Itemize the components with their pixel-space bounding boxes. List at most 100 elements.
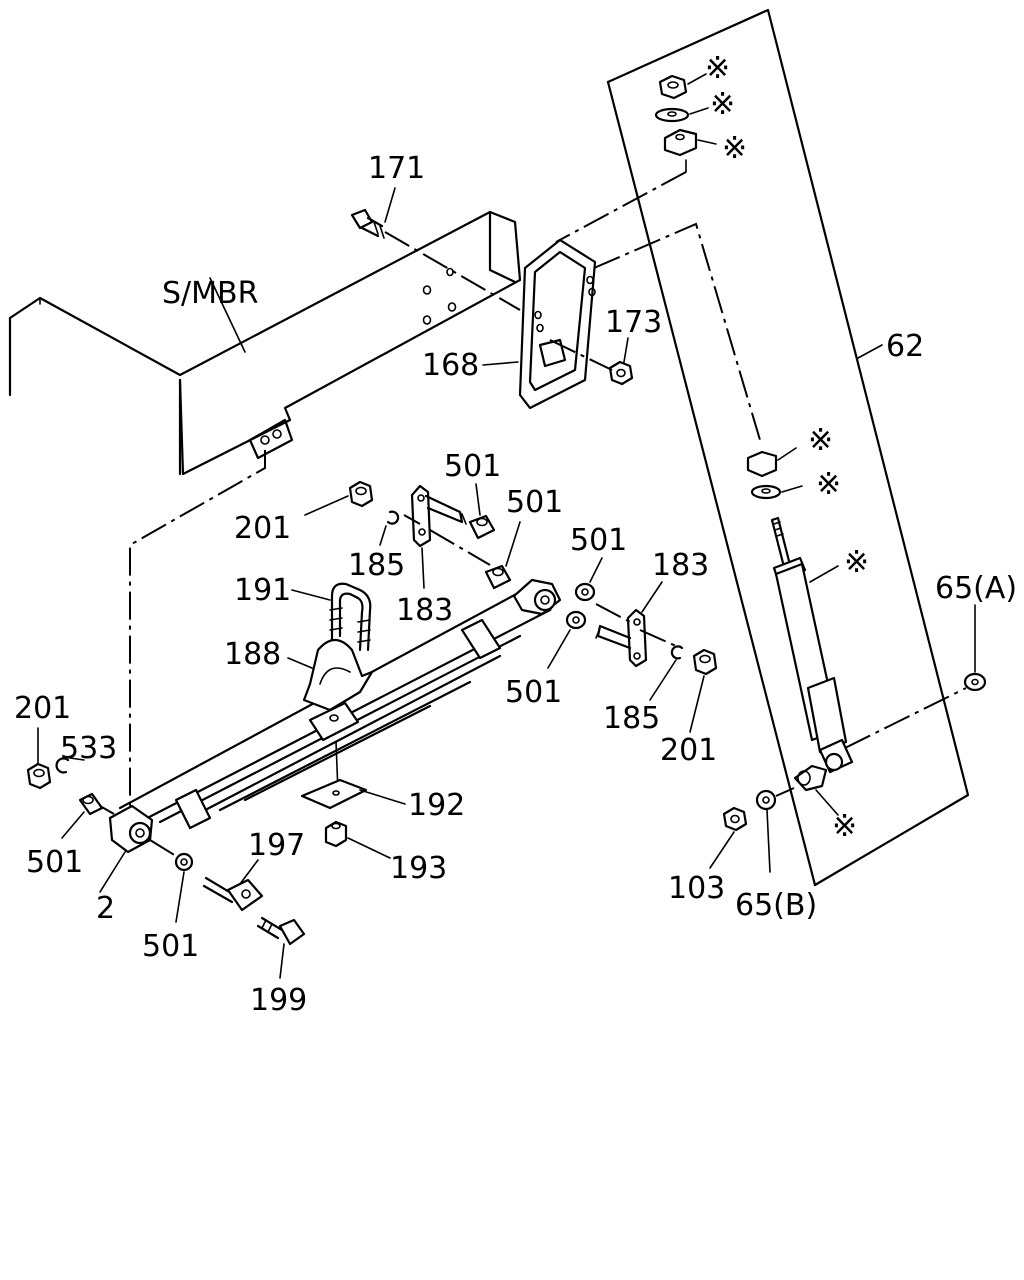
asterisk-3: ※ bbox=[722, 131, 747, 166]
leader-183a bbox=[421, 547, 425, 589]
leader-183b bbox=[641, 581, 663, 613]
callout-192: 192 bbox=[408, 788, 465, 823]
leader-185a bbox=[379, 525, 387, 546]
leader-533 bbox=[69, 757, 85, 761]
nut-201-upper bbox=[348, 480, 374, 508]
nut-193 bbox=[324, 820, 348, 848]
bushing-501-a bbox=[468, 514, 496, 540]
callout-193: 193 bbox=[390, 851, 447, 886]
leader-199 bbox=[279, 943, 285, 979]
bushing-501-f bbox=[174, 852, 194, 872]
clip-185-lower bbox=[670, 645, 684, 660]
leader-2 bbox=[99, 851, 126, 893]
callout-191: 191 bbox=[234, 573, 291, 608]
callout-533: 533 bbox=[60, 731, 117, 766]
callout-168: 168 bbox=[422, 348, 479, 383]
leader-171 bbox=[384, 187, 396, 223]
leader-501b bbox=[505, 521, 521, 567]
callout-501a: 501 bbox=[444, 449, 501, 484]
leader-501f bbox=[175, 871, 185, 923]
shackle-183-left bbox=[410, 484, 467, 548]
callout-197: 197 bbox=[248, 828, 305, 863]
asterisk-2: ※ bbox=[710, 87, 735, 122]
leader-168 bbox=[482, 361, 519, 366]
shock-washer-2 bbox=[750, 484, 782, 500]
washer-65b bbox=[755, 789, 777, 811]
clip-185-upper bbox=[386, 510, 400, 525]
nut-173 bbox=[608, 360, 634, 386]
shock-lower-bushing bbox=[793, 764, 828, 792]
leader-201a bbox=[304, 495, 349, 516]
leader-173 bbox=[623, 337, 629, 363]
shock-top-nut bbox=[658, 74, 688, 100]
leader-501d bbox=[547, 629, 571, 669]
leader-197 bbox=[239, 859, 259, 885]
leader-62 bbox=[857, 344, 883, 359]
callout-501f: 501 bbox=[142, 929, 199, 964]
centerline-171 bbox=[384, 231, 521, 311]
leader-501a bbox=[475, 483, 481, 516]
bolt-171 bbox=[350, 208, 385, 239]
leader-501c bbox=[589, 557, 603, 583]
centerline-frame-to-spring bbox=[129, 450, 266, 808]
centerline-173 bbox=[549, 339, 613, 371]
frame-leader bbox=[209, 277, 246, 353]
callout-183a: 183 bbox=[396, 593, 453, 628]
bushing-501-d bbox=[565, 610, 587, 630]
callout-173: 173 bbox=[605, 305, 662, 340]
shock-top-bushing bbox=[663, 128, 698, 157]
leader-188 bbox=[287, 657, 313, 669]
washer-65a bbox=[963, 672, 987, 692]
nut-201-right bbox=[692, 648, 718, 676]
nut-103 bbox=[722, 806, 748, 832]
callout-501d: 501 bbox=[505, 675, 562, 710]
nut-201-left bbox=[26, 762, 52, 790]
callout-201c: 201 bbox=[14, 691, 71, 726]
callout-62: 62 bbox=[886, 329, 924, 364]
ubolt-191 bbox=[329, 582, 372, 652]
callout-201b: 201 bbox=[660, 733, 717, 768]
clip-533 bbox=[55, 757, 70, 774]
asterisk-4: ※ bbox=[808, 423, 833, 458]
shackle-183-right bbox=[595, 608, 648, 668]
shock-top-washer bbox=[654, 107, 690, 123]
pin-197 bbox=[202, 876, 264, 912]
callout-103: 103 bbox=[668, 871, 725, 906]
shock-kit-box bbox=[606, 8, 970, 887]
callout-501e: 501 bbox=[26, 845, 83, 880]
asterisk-7: ※ bbox=[832, 809, 857, 844]
asterisk-5: ※ bbox=[816, 467, 841, 502]
leader-191 bbox=[291, 589, 331, 601]
frame-member bbox=[8, 210, 522, 476]
leader-193 bbox=[347, 837, 391, 859]
leader-201b bbox=[689, 675, 705, 733]
plate-192 bbox=[300, 778, 368, 810]
callout-501c: 501 bbox=[570, 523, 627, 558]
callout-2: 2 bbox=[96, 891, 115, 926]
shock-absorber bbox=[770, 516, 854, 774]
callout-188: 188 bbox=[224, 637, 281, 672]
callout-171: 171 bbox=[368, 151, 425, 186]
centerline-65a bbox=[844, 687, 967, 749]
shock-kit-box-left bbox=[606, 80, 817, 887]
callout-501b: 501 bbox=[506, 485, 563, 520]
bolt-199 bbox=[256, 916, 306, 946]
callout-199: 199 bbox=[250, 983, 307, 1018]
callout-185b: 185 bbox=[603, 701, 660, 736]
bushing-501-b bbox=[484, 564, 512, 590]
saddle-188 bbox=[302, 638, 374, 712]
centerline-shock bbox=[593, 222, 761, 441]
leader-192 bbox=[359, 789, 406, 805]
leader-103 bbox=[709, 831, 735, 869]
shock-bushing-2 bbox=[746, 450, 778, 478]
leader-65b bbox=[766, 809, 771, 873]
bracket-168 bbox=[518, 238, 597, 410]
asterisk-6: ※ bbox=[844, 545, 869, 580]
leader-501e bbox=[61, 811, 85, 839]
callout-65b: 65(B) bbox=[735, 888, 817, 923]
callout-183b: 183 bbox=[652, 548, 709, 583]
frame-label: S/MBR bbox=[162, 276, 258, 311]
leader-185b bbox=[649, 659, 677, 701]
leaf-spring bbox=[108, 578, 562, 854]
